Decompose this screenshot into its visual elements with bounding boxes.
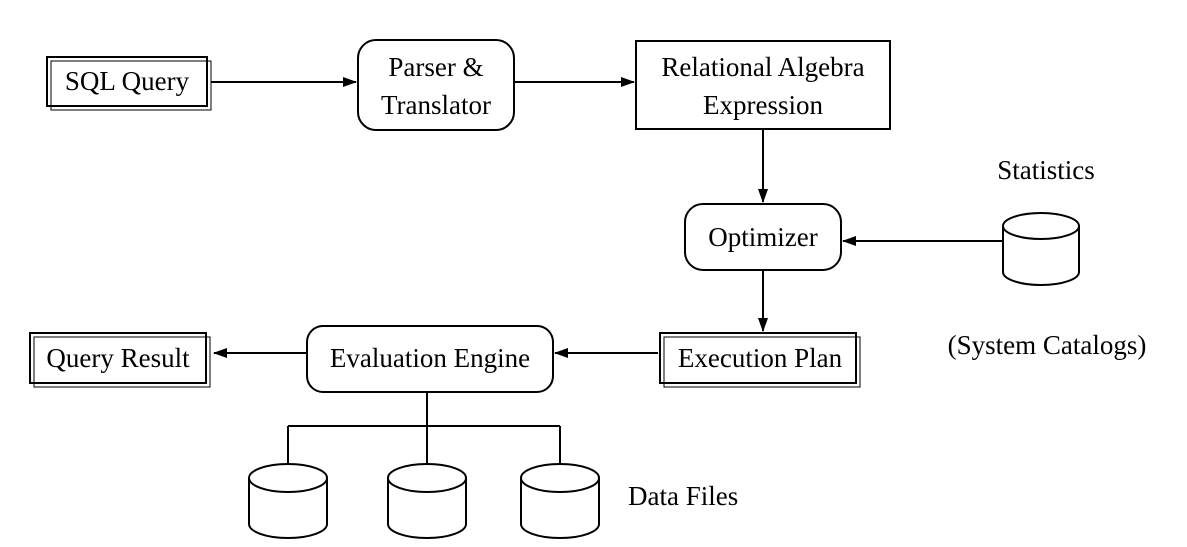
system-catalogs-label: (System Catalogs) <box>948 330 1147 360</box>
execution-plan-node: Execution Plan <box>659 332 861 388</box>
optimizer-label: Optimizer <box>708 222 817 252</box>
data-file-cylinder-3-icon <box>520 463 600 539</box>
relalg-label-line1: Relational Algebra <box>661 52 864 82</box>
parser-translator-node: Parser & Translator <box>357 39 515 131</box>
relational-algebra-node: Relational Algebra Expression <box>635 40 891 130</box>
data-files-label: Data Files <box>628 481 738 511</box>
data-file-cylinder-2-icon <box>387 463 467 539</box>
evaluation-engine-label: Evaluation Engine <box>330 343 530 373</box>
data-file-connectors <box>287 392 561 468</box>
statistics-cylinder-icon <box>1002 212 1080 286</box>
relalg-label-line2: Expression <box>703 90 823 120</box>
query-result-label: Query Result <box>46 343 190 373</box>
query-result-node: Query Result <box>29 332 211 388</box>
sql-query-node: SQL Query <box>46 56 212 111</box>
data-file-cylinder-1-icon <box>248 463 328 539</box>
evaluation-engine-node: Evaluation Engine <box>306 325 554 393</box>
parser-label-line1: Parser & <box>388 52 483 82</box>
sql-query-label: SQL Query <box>65 66 190 96</box>
statistics-label: Statistics <box>997 155 1095 185</box>
optimizer-node: Optimizer <box>684 203 842 271</box>
parser-label-line2: Translator <box>381 90 491 120</box>
execution-plan-label: Execution Plan <box>678 343 843 373</box>
